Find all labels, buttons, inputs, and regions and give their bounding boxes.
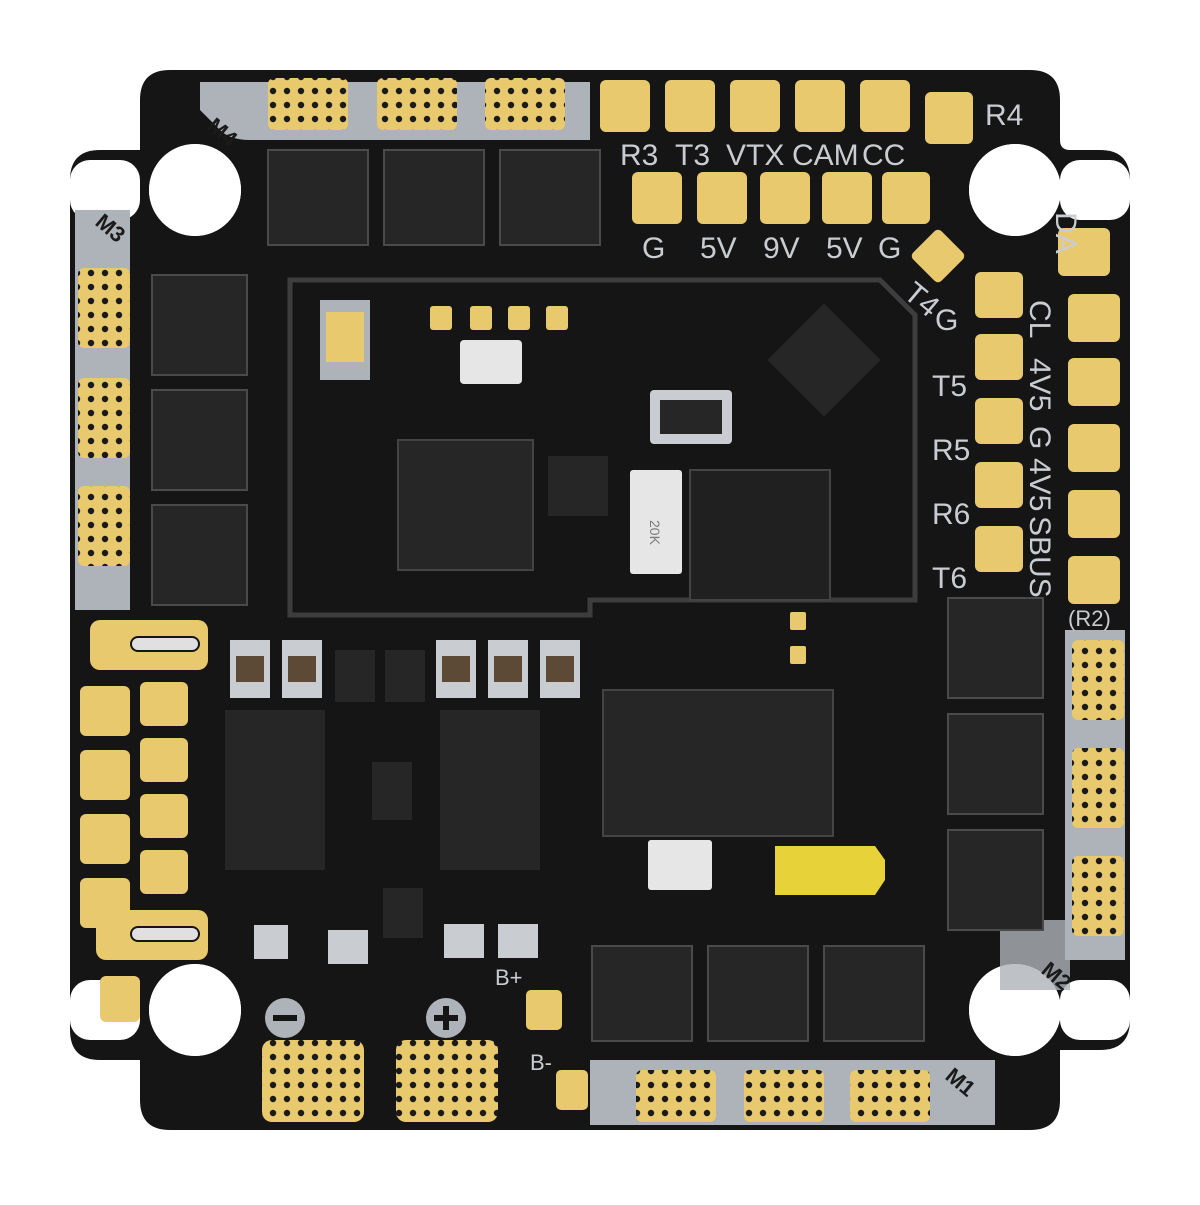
- label-r2: (R2): [1068, 606, 1111, 631]
- label-cc: CC: [862, 139, 905, 172]
- label-t6: T6: [932, 562, 967, 595]
- label-4v5-1: 4V5: [1023, 358, 1056, 411]
- label-4v5-2: 4V5: [1023, 458, 1056, 511]
- label-sbus: SBUS: [1023, 516, 1056, 598]
- motor-pads-m4: [268, 78, 565, 130]
- motor-pads-m2: [1072, 640, 1124, 936]
- label-t3: T3: [675, 139, 710, 172]
- label-g-2: G: [878, 232, 901, 265]
- label-g-3: G: [935, 304, 958, 337]
- label-r4: R4: [985, 99, 1023, 132]
- motor-pads-m1: [636, 1070, 930, 1122]
- chip-marking: 20K: [647, 520, 663, 546]
- battery-pads: [262, 990, 588, 1122]
- minus-symbol-icon: [273, 1015, 297, 1021]
- mosfets: [151, 149, 1044, 1042]
- label-r3: R3: [620, 139, 658, 172]
- label-t5: T5: [932, 370, 967, 403]
- chips: [225, 300, 885, 938]
- label-bplus: B+: [495, 965, 523, 990]
- label-bminus: B-: [530, 1050, 552, 1075]
- label-vtx: VTX: [726, 139, 784, 172]
- label-5v-2: 5V: [826, 232, 863, 265]
- label-cam: CAM: [792, 139, 859, 172]
- small-pads: [430, 306, 806, 664]
- signal-pads-top: [600, 80, 973, 283]
- label-r5: R5: [932, 434, 970, 467]
- label-5v-1: 5V: [700, 232, 737, 265]
- label-cl: CL: [1023, 300, 1056, 338]
- capacitors: [230, 640, 580, 964]
- label-g-4: G: [1023, 426, 1056, 449]
- label-da: DA: [1049, 212, 1082, 254]
- label-r6: R6: [932, 498, 970, 531]
- label-g-1: G: [642, 232, 665, 265]
- signal-pads-right: [975, 228, 1120, 604]
- motor-pads-m3: [78, 268, 130, 566]
- label-9v: 9V: [763, 232, 800, 265]
